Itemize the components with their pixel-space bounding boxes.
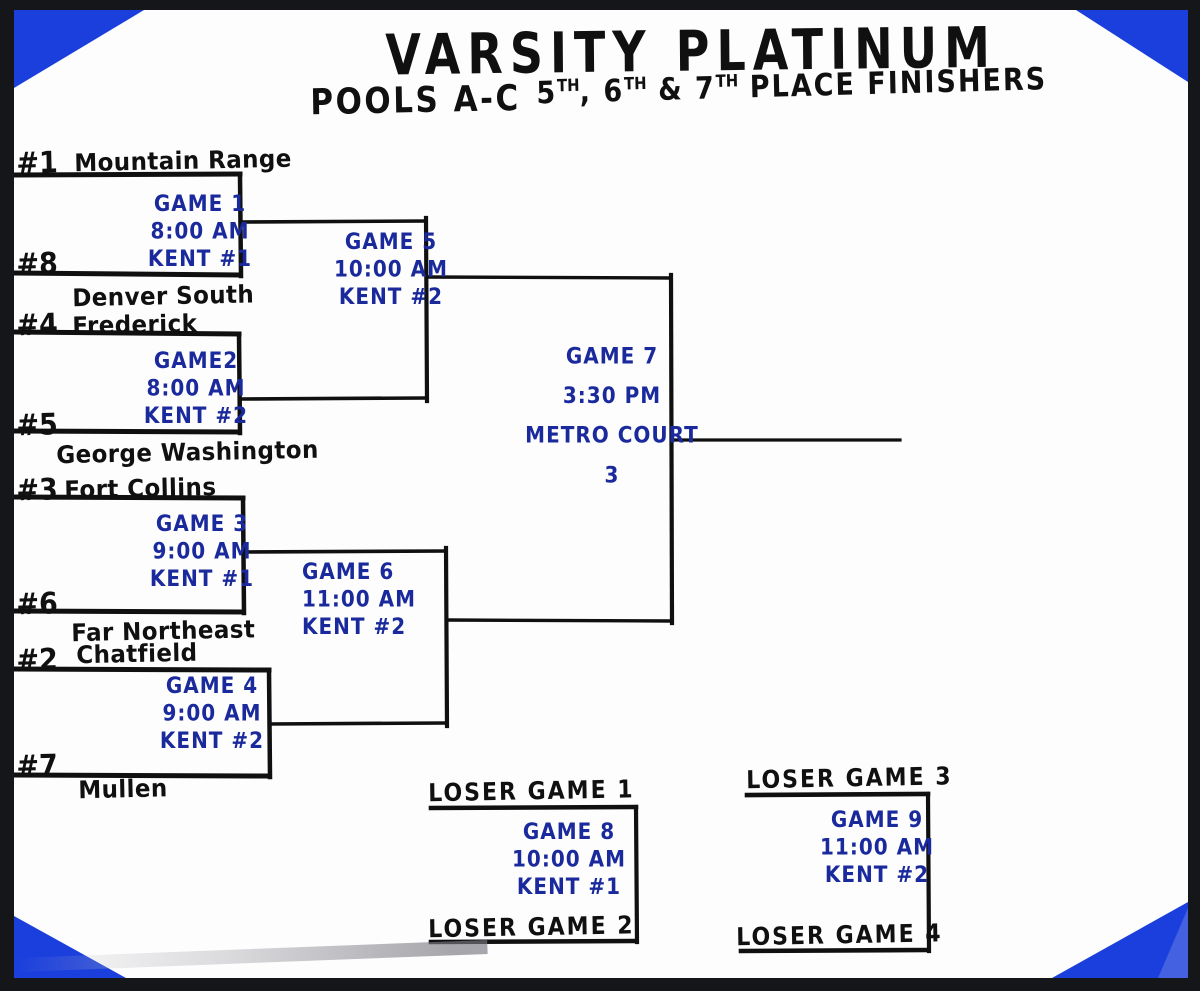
game-4-name: GAME 4 (165, 672, 259, 699)
game-2-time: 8:00 AM (146, 374, 246, 401)
seed-7: #7 (16, 748, 59, 785)
game-6-court: KENT #2 (302, 613, 407, 640)
game-8-time: 10:00 AM (511, 845, 626, 872)
game-6-time: 11:00 AM (302, 585, 417, 612)
game-3-name: GAME 3 (155, 510, 249, 537)
seed-2: #2 (16, 642, 59, 679)
team-denver-south: Denver South (72, 281, 255, 313)
game-1-name: GAME 1 (153, 190, 247, 217)
game-7-name: GAME 7 (565, 342, 659, 369)
corner-decoration-top-right (1076, 10, 1188, 82)
game-7-time: 3:30 PM (562, 382, 662, 409)
seed-6: #6 (16, 586, 59, 623)
game-2-info: GAME2 8:00 AM KENT #2 (106, 347, 286, 430)
game-6-info: GAME 6 11:00 AM KENT #2 (302, 558, 492, 641)
seed-1: #1 (16, 145, 59, 182)
game-8-court: KENT #1 (516, 873, 622, 900)
game-1-info: GAME 1 8:00 AM KENT #1 (110, 190, 290, 273)
game-8-name: GAME 8 (522, 818, 616, 845)
team-frederick: Frederick (72, 310, 198, 341)
team-mountain-range: Mountain Range (74, 145, 293, 178)
seed-3: #3 (16, 472, 59, 509)
team-fort-collins: Fort Collins (64, 473, 217, 505)
game-3-info: GAME 3 9:00 AM KENT #1 (112, 510, 292, 593)
corner-decoration-top-left (14, 10, 144, 88)
corner-sheen-bottom-right (1158, 908, 1188, 978)
ordinal-th-2: TH (623, 72, 647, 95)
game-7-info: GAME 7 3:30 PM METRO COURT 3 (512, 336, 712, 494)
seed-5: #5 (16, 407, 59, 444)
game-3-court: KENT #1 (149, 565, 255, 592)
subtitle-5th: 5 (536, 75, 558, 112)
game-6-name: GAME 6 (302, 558, 395, 585)
game-9-time: 11:00 AM (819, 833, 934, 860)
team-chatfield: Chatfield (76, 639, 198, 670)
ordinal-th-3: TH (715, 70, 739, 92)
team-mullen: Mullen (78, 775, 168, 805)
game-5-time: 10:00 AM (333, 255, 448, 282)
game-4-info: GAME 4 9:00 AM KENT #2 (122, 672, 302, 755)
game-2-name: GAME2 (153, 347, 239, 374)
team-george-washington: George Washington (56, 436, 320, 470)
subtitle-6th: , 6 (579, 73, 625, 111)
game-1-time: 8:00 AM (150, 217, 250, 244)
corner-decoration-bottom-right (1052, 902, 1188, 978)
game-8-info: GAME 8 10:00 AM KENT #1 (474, 818, 664, 901)
game-9-court: KENT #2 (824, 861, 930, 888)
subtitle-place-finishers: PLACE FINISHERS (738, 61, 1048, 106)
game-5-name: GAME 5 (344, 228, 438, 255)
ordinal-th-1: TH (556, 74, 580, 96)
subtitle-7th: & 7 (646, 71, 717, 109)
subtitle-pools: POOLS A-C (310, 77, 522, 124)
game-9-name: GAME 9 (830, 806, 924, 833)
game-7-court: METRO COURT (525, 421, 699, 449)
game-5-info: GAME 5 10:00 AM KENT #2 (296, 228, 486, 311)
game-3-time: 9:00 AM (152, 537, 252, 564)
seed-8: #8 (16, 246, 59, 283)
loser-game-1-label: LOSER GAME 1 (428, 775, 635, 808)
game-1-court: KENT #1 (147, 245, 253, 272)
game-5-court: KENT #2 (338, 283, 444, 310)
game-9-info: GAME 9 11:00 AM KENT #2 (782, 806, 972, 889)
loser-game-4-label: LOSER GAME 4 (736, 919, 943, 952)
whiteboard-sheet: VARSITY PLATINUM POOLS A-C 5TH, 6TH & 7T… (14, 10, 1188, 978)
loser-game-3-label: LOSER GAME 3 (746, 762, 953, 795)
game-4-time: 9:00 AM (162, 699, 262, 726)
seed-4: #4 (16, 307, 59, 344)
game-4-court: KENT #2 (159, 727, 265, 754)
loser-game-2-label: LOSER GAME 2 (428, 911, 635, 944)
game-2-court: KENT #2 (143, 402, 249, 429)
game-7-court-number: 3 (604, 461, 620, 488)
